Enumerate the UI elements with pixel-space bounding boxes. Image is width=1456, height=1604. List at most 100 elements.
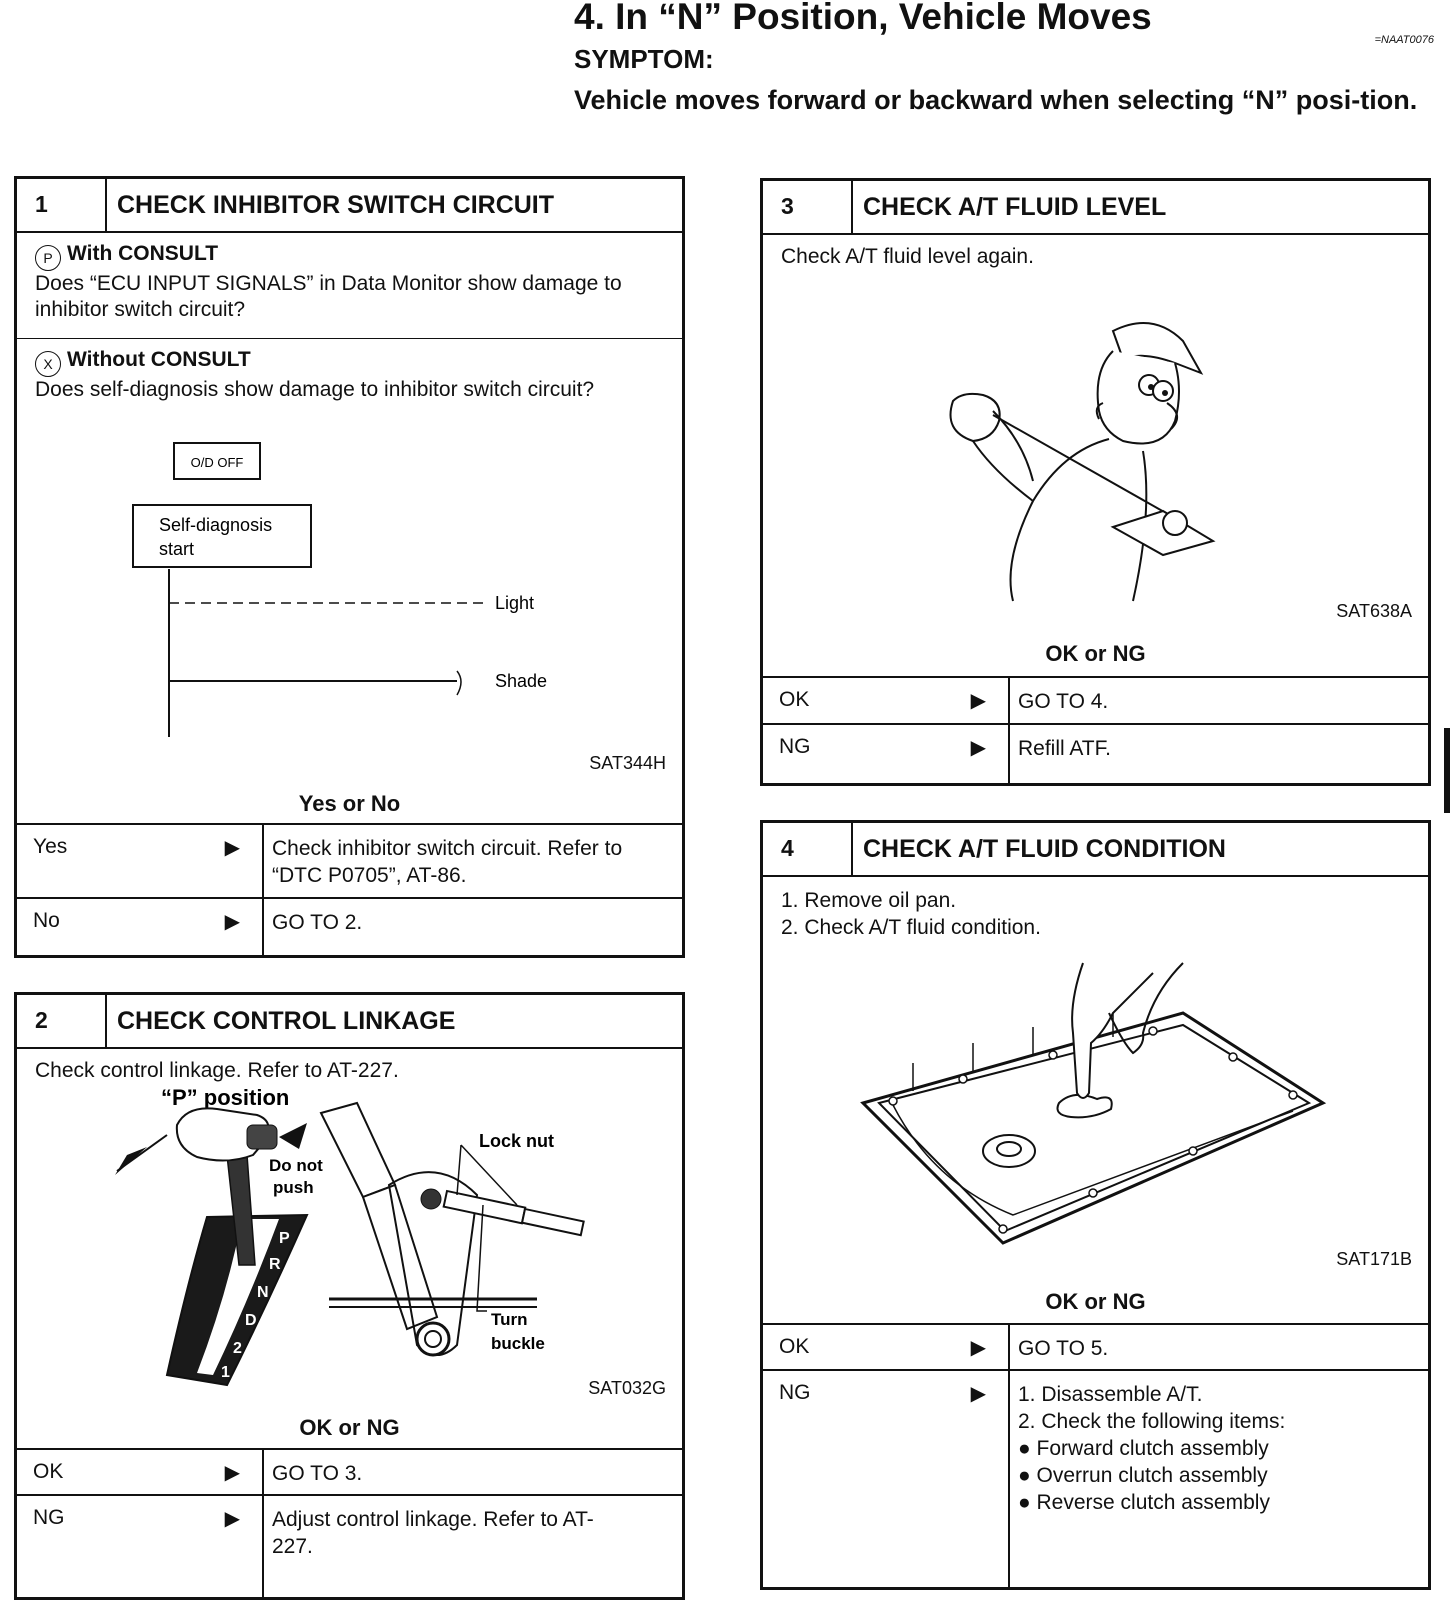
row-value: GO TO 3.	[272, 1462, 363, 1485]
step-number: 3	[763, 181, 853, 233]
figure-code: SAT032G	[588, 1378, 666, 1398]
arrow-icon: ▶	[224, 837, 240, 859]
arrow-icon: ▶	[970, 1337, 986, 1359]
row-line: ● Reverse clutch assembly	[1018, 1491, 1270, 1514]
row-line: ● Forward clutch assembly	[1018, 1437, 1269, 1460]
row-key-label: OK	[779, 688, 810, 711]
arrow-icon: ▶	[970, 690, 986, 712]
row-value: GO TO 4.	[1018, 690, 1109, 713]
mechanic-dipstick-illustration	[949, 322, 1216, 602]
row-key: Yes ▶	[17, 825, 264, 899]
margin-marker	[1444, 728, 1450, 813]
decision-row-yes: Yes ▶ Check inhibitor switch circuit. Ref…	[17, 823, 682, 899]
figure-code: SAT344H	[589, 753, 666, 773]
row-line: ● Overrun clutch assembly	[1018, 1464, 1268, 1487]
row-key: NG ▶	[17, 1496, 264, 1599]
row-key: No ▶	[17, 899, 264, 957]
symptom-text: Vehicle moves forward or backward when s…	[574, 85, 1418, 115]
step-header: 3 CHECK A/T FLUID LEVEL	[763, 181, 1428, 235]
row-line: GO TO 5.	[1018, 1337, 1109, 1360]
decision-row-ng: NG ▶ Adjust control linkage. Refer to AT-…	[17, 1494, 682, 1599]
row-value: Adjust control linkage. Refer to AT-227.	[272, 1508, 594, 1558]
row-value: GO TO 2.	[272, 911, 363, 934]
arrow-icon: ▶	[970, 737, 986, 759]
row-key-label: NG	[33, 1506, 65, 1529]
without-consult-label: Without CONSULT	[67, 348, 251, 371]
decision-prompt: OK or NG	[1045, 641, 1146, 666]
arrow-icon: ▶	[224, 911, 240, 933]
step-title: CHECK CONTROL LINKAGE	[117, 1007, 456, 1035]
instruction-text: Check A/T fluid level again.	[781, 245, 1034, 268]
row-key-label: Yes	[33, 835, 68, 858]
row-key-label: OK	[33, 1460, 64, 1483]
shade-label: Shade	[495, 671, 547, 691]
step-box-4: 4 CHECK A/T FLUID CONDITION 1. Remove oi…	[760, 820, 1431, 1590]
row-key: OK ▶	[17, 1450, 264, 1496]
instruction-text: Check control linkage. Refer to AT-227.	[35, 1059, 399, 1082]
arrow-icon: ▶	[224, 1462, 240, 1484]
control-linkage-diagram: “P” position P R N D 2 1 Do not push	[115, 1085, 585, 1387]
row-value: 1. Disassemble A/T. 2. Check the followi…	[1010, 1371, 1428, 1589]
decision-row-ok: OK ▶ GO TO 4.	[763, 676, 1428, 725]
with-consult-section: P With CONSULT Does “ECU INPUT SIGNALS” i…	[17, 233, 682, 339]
self-diagnosis-label-2: start	[159, 539, 194, 559]
row-value: Refill ATF.	[1018, 737, 1111, 760]
step-number: 1	[17, 179, 107, 231]
row-key-label: OK	[779, 1335, 810, 1358]
step-item: 2. Check A/T fluid condition.	[781, 916, 1041, 939]
row-key-label: No	[33, 909, 60, 932]
decision-prompt: OK or NG	[1045, 1289, 1146, 1314]
row-key-label: NG	[779, 1381, 811, 1404]
step-box-1: 1 CHECK INHIBITOR SWITCH CIRCUIT P With C…	[14, 176, 685, 958]
page-title: 4. In “N” Position, Vehicle Moves	[574, 0, 1152, 37]
gear-labels: P R N D 2 1	[221, 1230, 290, 1381]
row-value: Check inhibitor switch circuit. Refer to…	[272, 837, 623, 887]
self-diagnosis-label-1: Self-diagnosis	[159, 515, 272, 535]
gear-r: R	[269, 1256, 281, 1273]
with-consult-label: With CONSULT	[67, 242, 219, 265]
instruction-steps: 1. Remove oil pan. 2. Check A/T fluid co…	[763, 877, 1428, 949]
decision-row-ok: OK ▶ GO TO 3.	[17, 1448, 682, 1496]
gear-d: D	[245, 1312, 257, 1329]
turn-buckle-label-1: Turn	[491, 1310, 528, 1329]
do-not-push-label-1: Do not	[269, 1156, 323, 1175]
decision-row-ng: NG ▶ 1. Disassemble A/T. 2. Check the fol…	[763, 1369, 1428, 1589]
arrow-icon: ▶	[224, 1508, 240, 1530]
figure-code: SAT171B	[1336, 1249, 1412, 1269]
step-header: 1 CHECK INHIBITOR SWITCH CIRCUIT	[17, 179, 682, 233]
consult-icon: P	[35, 245, 61, 271]
step-title: CHECK INHIBITOR SWITCH CIRCUIT	[117, 191, 555, 219]
row-value: GO TO 5.	[1010, 1325, 1428, 1371]
gear-1: 1	[221, 1364, 230, 1381]
step-item: 1. Remove oil pan.	[781, 889, 957, 912]
gear-n: N	[257, 1284, 269, 1301]
step-header: 2 CHECK CONTROL LINKAGE	[17, 995, 682, 1049]
od-off-label: O/D OFF	[191, 455, 244, 470]
step-header: 4 CHECK A/T FLUID CONDITION	[763, 823, 1428, 877]
figure-code: SAT638A	[1336, 601, 1412, 621]
self-diagnosis-diagram: O/D OFF Self-diagnosis start Light Shade	[132, 442, 547, 737]
reference-code: =NAAT0076	[1374, 34, 1434, 46]
gear-2: 2	[233, 1340, 242, 1357]
row-key-label: NG	[779, 735, 811, 758]
row-line: 1. Disassemble A/T.	[1018, 1383, 1203, 1406]
oil-pan-illustration	[860, 962, 1327, 1245]
gear-p: P	[279, 1230, 290, 1247]
step-box-2: 2 CHECK CONTROL LINKAGE Check control li…	[14, 992, 685, 1600]
symptom-label: SYMPTOM:	[574, 44, 714, 74]
row-key: NG ▶	[763, 1371, 1010, 1589]
arrow-icon: ▶	[970, 1383, 986, 1405]
p-position-label: “P” position	[161, 1085, 289, 1110]
decision-prompt: Yes or No	[298, 791, 401, 816]
do-not-push-label-2: push	[273, 1178, 314, 1197]
with-consult-text: Does “ECU INPUT SIGNALS” in Data Monitor…	[35, 272, 622, 321]
decision-row-ng: NG ▶ Refill ATF.	[763, 723, 1428, 785]
step-title: CHECK A/T FLUID CONDITION	[863, 835, 1226, 863]
lock-nut-label: Lock nut	[479, 1131, 554, 1151]
step-box-3: 3 CHECK A/T FLUID LEVEL Check A/T fluid …	[760, 178, 1431, 786]
turn-buckle-label-2: buckle	[491, 1334, 545, 1353]
decision-prompt: OK or NG	[299, 1415, 400, 1440]
no-consult-icon: X	[35, 351, 61, 377]
row-key: OK ▶	[763, 678, 1010, 725]
